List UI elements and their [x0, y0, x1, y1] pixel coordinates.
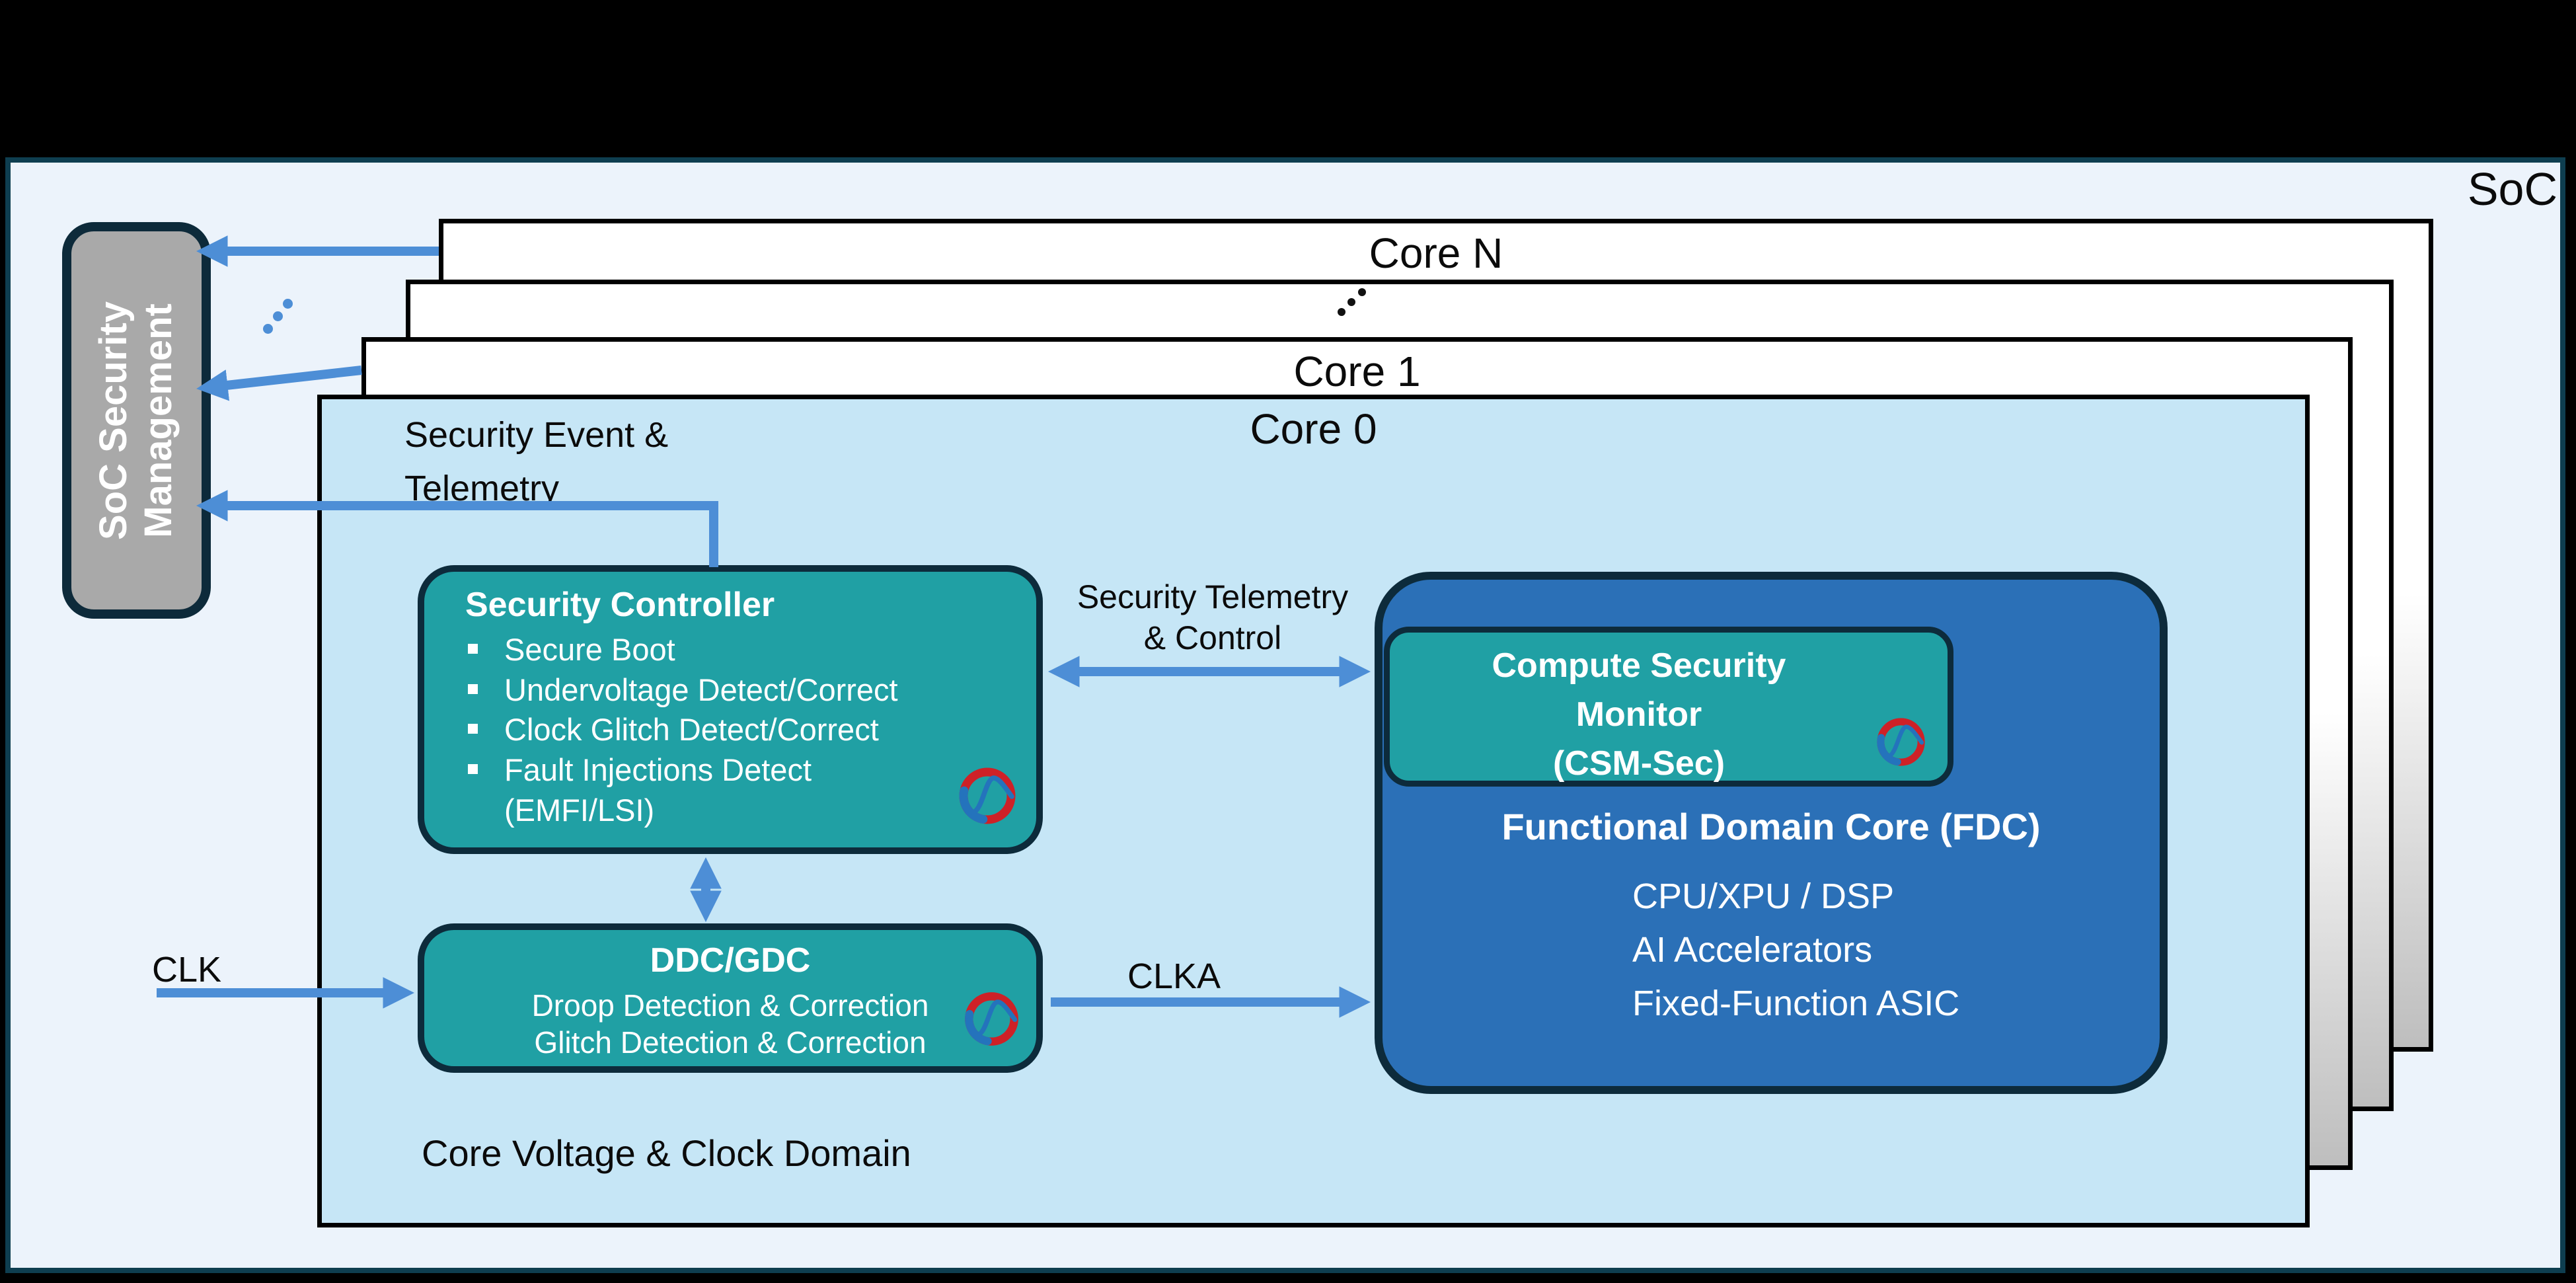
core-0-label: Core 0: [1250, 405, 1377, 453]
ddc-line-2: Glitch Detection & Correction: [534, 1025, 927, 1060]
bullet-square-icon: [468, 724, 478, 734]
stack-ellipsis-dot: [1338, 308, 1345, 316]
fdc-item: Fixed-Function ASIC: [1632, 984, 1960, 1023]
soc-title: SoC: [2467, 163, 2557, 215]
security-controller-box: Security Controller Secure Boot Undervol…: [418, 565, 1043, 854]
fdc-title: Functional Domain Core (FDC): [1501, 806, 2041, 847]
list-item: Clock Glitch Detect/Correct: [465, 713, 1016, 747]
fdc-item: AI Accelerators: [1632, 930, 1873, 970]
list-item: Undervoltage Detect/Correct: [465, 672, 1016, 707]
list-item: Secure Boot: [465, 633, 1016, 667]
bullet-square-icon: [468, 644, 478, 654]
bullet-square-icon: [468, 683, 478, 694]
fdc-item: CPU/XPU / DSP: [1632, 876, 1895, 916]
ddc-line-1: Droop Detection & Correction: [531, 988, 929, 1023]
sine-wave-logo-icon: [960, 988, 1023, 1050]
list-item: Fault Injections Detect: [465, 753, 1016, 787]
ddc-gdc-box: DDC/GDC Droop Detection & Correction Gli…: [418, 923, 1043, 1073]
core-1-label: Core 1: [1293, 348, 1421, 395]
left-ellipsis-dot: [273, 311, 283, 321]
clk-label: CLK: [152, 950, 222, 990]
compute-security-monitor-box: Compute Security Monitor (CSM-Sec): [1384, 627, 1953, 787]
left-ellipsis-dot: [283, 299, 293, 309]
stack-ellipsis-dot: [1358, 288, 1366, 296]
compute-security-monitor-label: Compute Security Monitor (CSM-Sec): [1492, 646, 1786, 783]
sine-wave-logo-icon: [954, 763, 1020, 829]
core-n-label: Core N: [1369, 229, 1503, 277]
list-item-continuation: (EMFI/LSI): [504, 792, 655, 828]
clka-label: CLKA: [1127, 956, 1221, 996]
soc-security-management-box: SoC Security Management: [62, 222, 211, 619]
fdc-component-list: CPU/XPU / DSP AI Accelerators Fixed-Func…: [1632, 870, 1959, 1030]
security-telemetry-control-label: Security Telemetry & Control: [1077, 578, 1349, 656]
left-ellipsis-dot: [263, 324, 273, 334]
soc-security-management-label: SoC Security Management: [92, 301, 180, 540]
core-voltage-clock-domain-label: Core Voltage & Clock Domain: [422, 1132, 911, 1174]
security-controller-title: Security Controller: [465, 586, 775, 624]
stack-ellipsis-dot: [1347, 298, 1355, 306]
sine-wave-logo-icon: [1873, 714, 1929, 770]
bullet-square-icon: [468, 764, 478, 775]
ddc-gdc-title: DDC/GDC: [650, 941, 811, 980]
security-event-telemetry-label: Security Event & Telemetry: [404, 415, 669, 508]
